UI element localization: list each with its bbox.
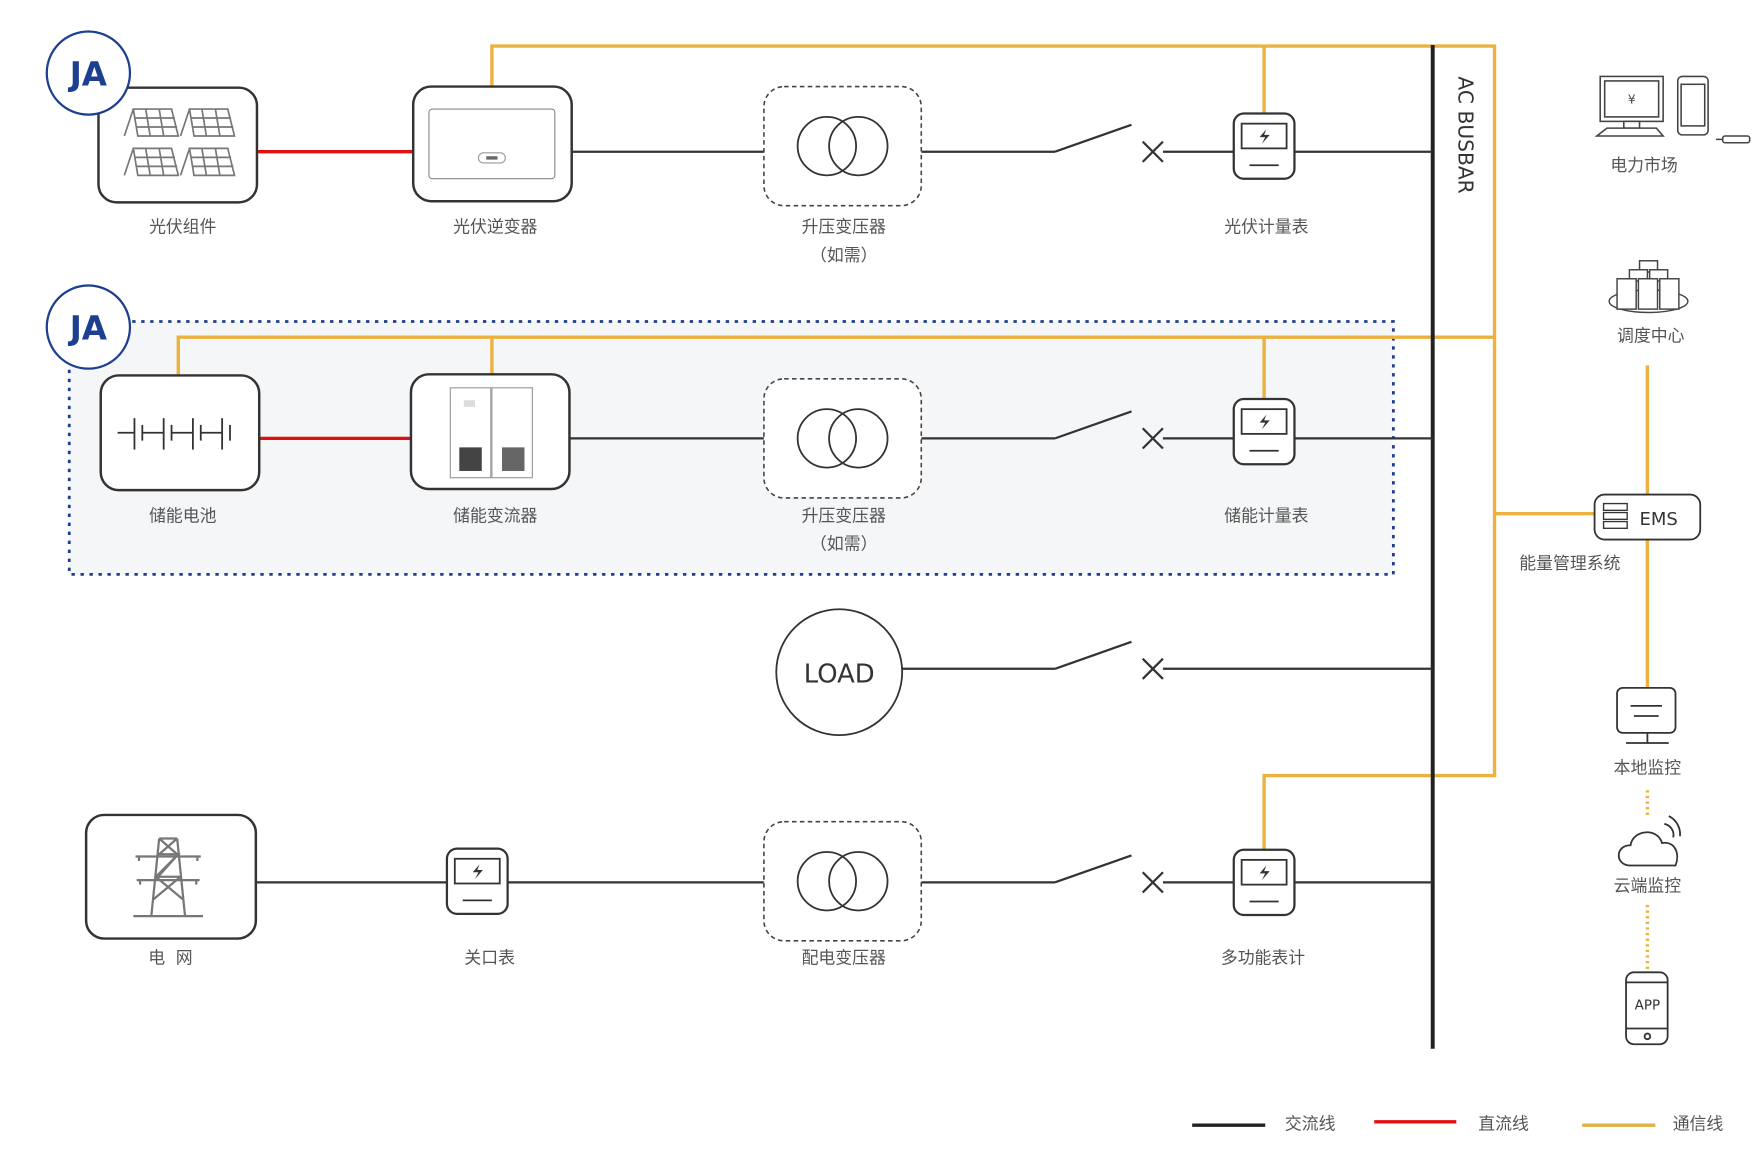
- battery-icon: [117, 418, 231, 450]
- inverter-icon: [428, 108, 556, 180]
- utility-grid[interactable]: [84, 813, 258, 940]
- cloud-monitor-label: 云端监控: [1614, 875, 1682, 895]
- storage-meter-label: 储能计量表: [1224, 506, 1308, 526]
- gateway-meter-label: 关口表: [464, 947, 515, 967]
- pv-meter-label: 光伏计量表: [1224, 217, 1308, 237]
- svg-text:LOAD: LOAD: [804, 659, 875, 689]
- pv-inverter-label: 光伏逆变器: [453, 217, 537, 237]
- pv-transformer-label: 升压变压器: [802, 217, 886, 237]
- gateway-meter[interactable]: [445, 847, 509, 915]
- pv-row: JA 光伏组件 光伏逆变器 升压变压器 （如需） 光伏计量表: [45, 30, 1433, 265]
- legend-item-dc: 直流线: [1374, 1114, 1529, 1134]
- cloud-monitor[interactable]: [1617, 815, 1681, 867]
- load-row: LOAD: [775, 608, 1433, 737]
- svg-text:EMS: EMS: [1640, 509, 1678, 530]
- pv-meter[interactable]: [1232, 112, 1296, 180]
- storage-battery[interactable]: [99, 374, 261, 492]
- phone-icon: [1625, 971, 1669, 1046]
- busbar-label: AC BUSBAR: [1454, 76, 1478, 193]
- local-monitor[interactable]: [1616, 687, 1677, 744]
- app[interactable]: APP: [1625, 971, 1669, 1046]
- grid-breaker[interactable]: [1053, 854, 1165, 894]
- pv-modules[interactable]: [97, 86, 259, 204]
- computer-phone-icon: [1594, 75, 1751, 144]
- svg-text:APP: APP: [1635, 997, 1660, 1013]
- svg-text:交流线: 交流线: [1285, 1114, 1336, 1134]
- pv-transformer-note: （如需）: [810, 245, 877, 265]
- pv-modules-label: 光伏组件: [149, 217, 217, 237]
- ja-logo: JA: [45, 30, 132, 116]
- svg-text:JA: JA: [68, 309, 108, 347]
- ems-label: 能量管理系统: [1519, 553, 1620, 573]
- pv-step-up-transformer[interactable]: [763, 85, 923, 207]
- legend: 交流线 直流线 通信线: [1192, 1114, 1723, 1134]
- storage-pcs[interactable]: [409, 373, 571, 491]
- storage-transformer-note: （如需）: [810, 534, 877, 554]
- monitor-icon: [1616, 687, 1677, 744]
- dispatch-center[interactable]: [1608, 260, 1689, 314]
- storage-meter[interactable]: [1232, 397, 1296, 466]
- server-icon: [1602, 502, 1628, 529]
- cabinet-icon: [449, 387, 533, 479]
- load[interactable]: LOAD: [775, 608, 904, 737]
- pv-inverter[interactable]: [411, 85, 573, 203]
- server-cluster-icon: [1608, 260, 1689, 314]
- svg-text:直流线: 直流线: [1478, 1114, 1529, 1134]
- svg-text:通信线: 通信线: [1673, 1114, 1724, 1134]
- storage-row: JA 储能电池 储能变流器 升压变压器 （如需） 储能计量表: [45, 284, 1433, 554]
- storage-zone: [67, 320, 1395, 576]
- power-market[interactable]: ¥: [1594, 75, 1751, 144]
- dispatch-center-label: 调度中心: [1617, 326, 1685, 346]
- distribution-transformer[interactable]: [763, 820, 923, 942]
- legend-item-ac: 交流线: [1192, 1114, 1336, 1134]
- svg-text:JA: JA: [68, 55, 108, 93]
- grid-row: 电 网 关口表 配电变压器 多功能表计: [84, 813, 1433, 967]
- cloud-wifi-icon: [1617, 815, 1681, 867]
- power-market-label: 电力市场: [1610, 155, 1677, 175]
- ems[interactable]: EMS: [1593, 493, 1702, 541]
- storage-step-up-transformer[interactable]: [763, 377, 923, 499]
- multifunction-meter-label: 多功能表计: [1221, 947, 1305, 967]
- storage-transformer-label: 升压变压器: [802, 506, 886, 526]
- right-column: ¥ 电力市场 调度中心 EMS 能量管理系统: [1519, 75, 1751, 1046]
- load-breaker[interactable]: [1053, 640, 1165, 681]
- pv-breaker[interactable]: [1053, 123, 1165, 163]
- multifunction-meter[interactable]: [1232, 848, 1296, 917]
- legend-item-comm: 通信线: [1582, 1114, 1723, 1134]
- ja-logo: JA: [45, 284, 132, 370]
- distribution-transformer-label: 配电变压器: [802, 947, 886, 967]
- yuan-icon: ¥: [1628, 92, 1636, 106]
- power-tower-icon: [133, 837, 204, 918]
- battery-label: 储能电池: [149, 506, 217, 526]
- comm-lines: [176, 44, 1650, 969]
- local-monitor-label: 本地监控: [1614, 757, 1682, 777]
- grid-label: 电 网: [148, 947, 192, 967]
- pcs-label: 储能变流器: [453, 506, 537, 526]
